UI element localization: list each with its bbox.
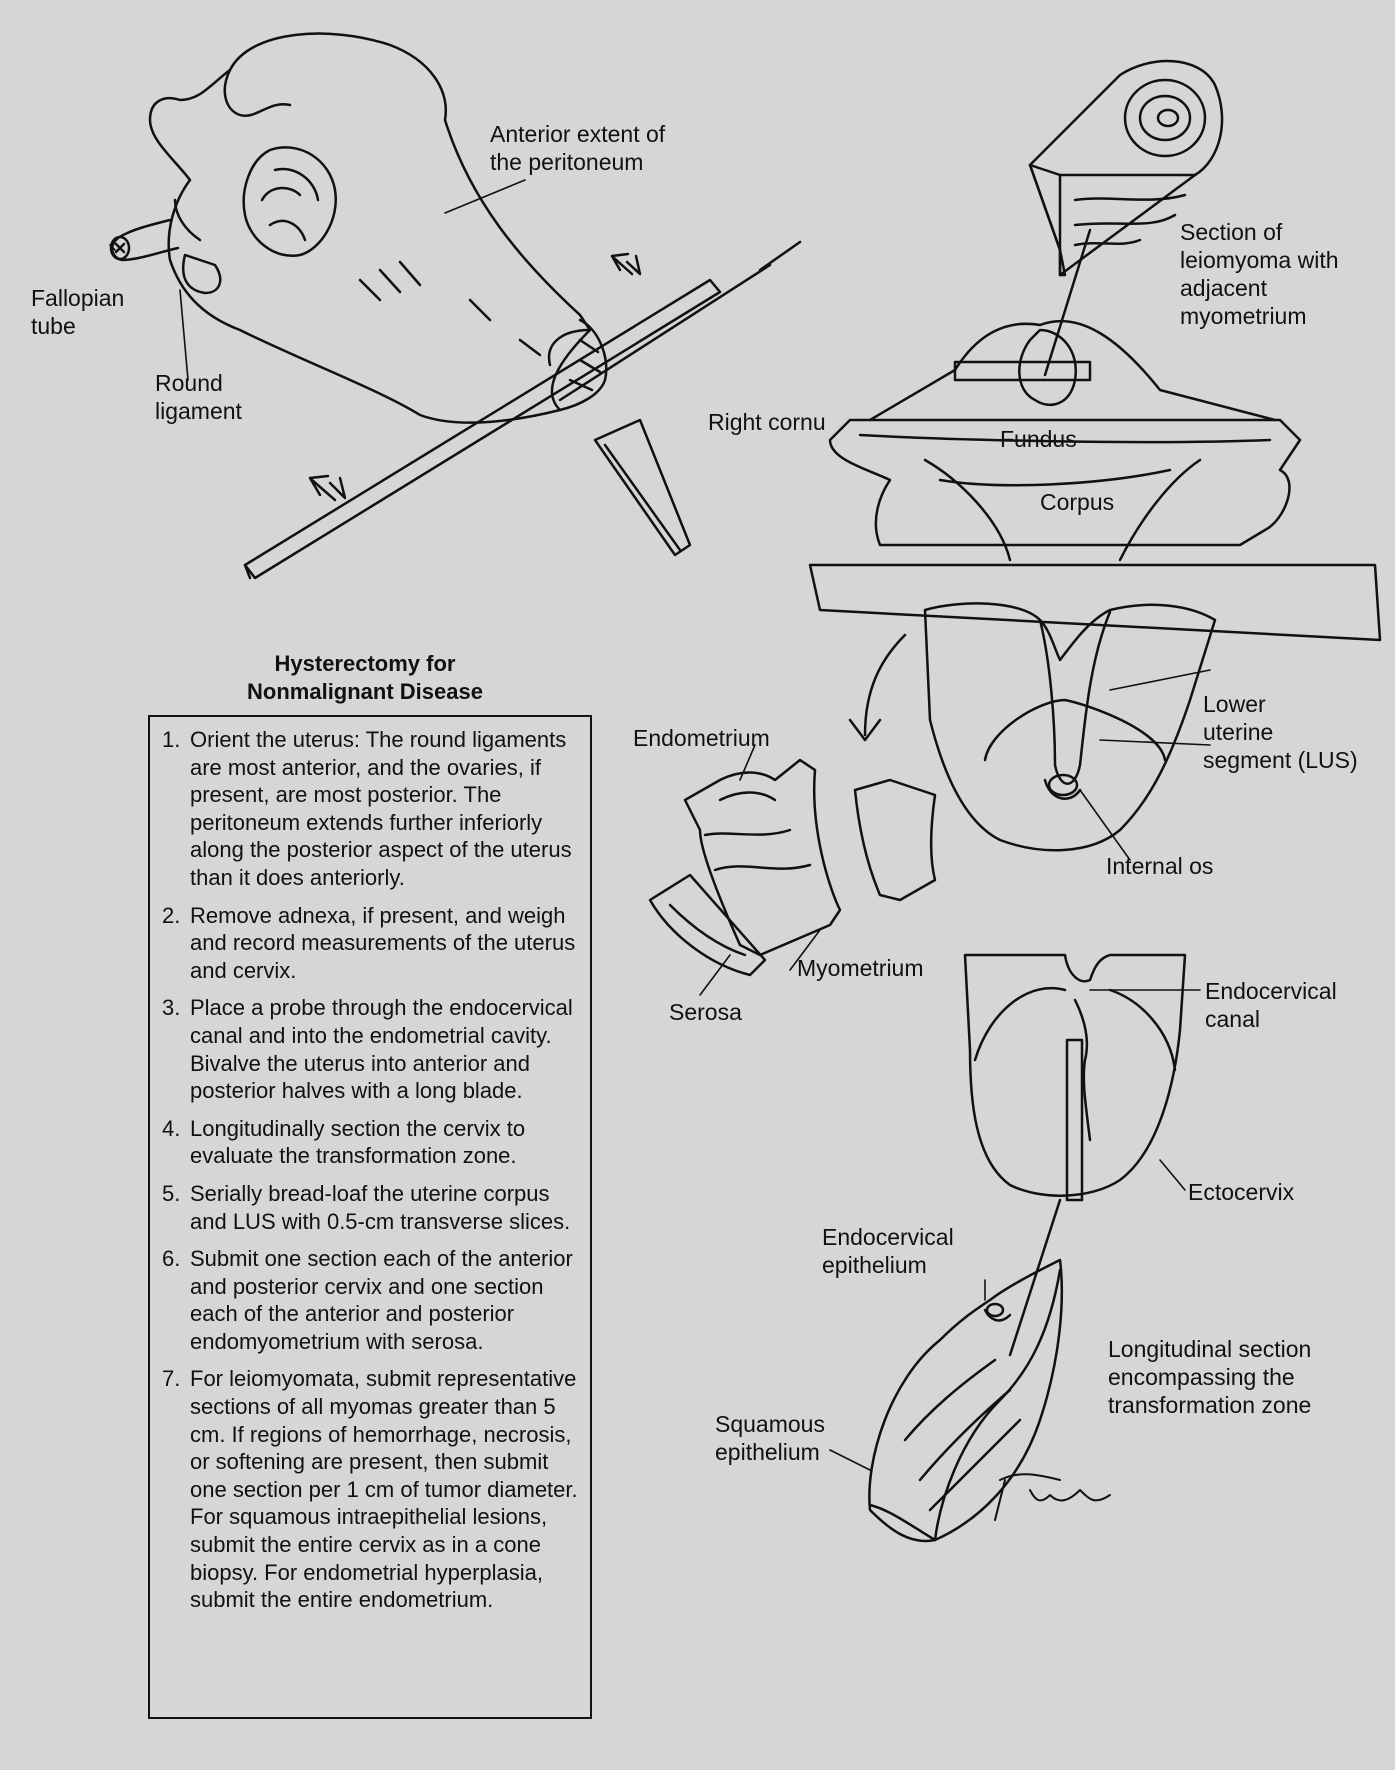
step-number: 6.	[162, 1246, 181, 1272]
label-endocervical-canal-line2: canal	[1205, 1006, 1260, 1032]
label-endometrium: Endometrium	[633, 725, 770, 751]
label-longitudinal-line1: Longitudinal section	[1108, 1336, 1312, 1362]
step-text: Longitudinally section the cervix to eva…	[190, 1115, 526, 1169]
label-fallopian-tube: Fallopian tube	[31, 284, 124, 340]
step-text: Orient the uterus: The round ligaments a…	[190, 727, 572, 890]
label-lower-uterine-segment: Lower uterine segment (LUS)	[1203, 690, 1358, 774]
label-lus-line3: segment (LUS)	[1203, 747, 1358, 773]
label-squamous-line2: epithelium	[715, 1439, 820, 1465]
label-lus-line2: uterine	[1203, 719, 1274, 745]
label-section-leio-line4: myometrium	[1180, 303, 1307, 329]
uterus-drawing	[109, 32, 608, 424]
label-longitudinal-line2: encompassing the	[1108, 1364, 1295, 1390]
label-right-cornu: Right cornu	[708, 409, 826, 435]
label-lus-line1: Lower	[1203, 691, 1266, 717]
label-endocervical-epi-line2: epithelium	[822, 1252, 927, 1278]
label-internal-os: Internal os	[1106, 853, 1214, 879]
step-number: 2.	[162, 902, 181, 928]
procedure-steps-list: 1. Orient the uterus: The round ligaments…	[162, 726, 578, 1614]
label-section-leio-line3: adjacent	[1180, 275, 1267, 301]
label-anterior-extent: Anterior extent of the peritoneum	[490, 120, 665, 176]
step-text: Serially bread-loaf the uterine corpus a…	[190, 1180, 571, 1234]
label-anterior-extent-line2: the peritoneum	[490, 149, 644, 175]
label-squamous-line1: Squamous	[715, 1411, 825, 1437]
step-text: Submit one section each of the anterior …	[190, 1246, 573, 1354]
step-number: 3.	[162, 995, 181, 1021]
step-item: 3. Place a probe through the endocervical…	[162, 994, 578, 1104]
label-endocervical-canal-line1: Endocervical	[1205, 978, 1337, 1004]
label-section-leio-line1: Section of	[1180, 219, 1283, 245]
leiomyoma-section-drawing	[1028, 59, 1224, 377]
procedure-title: Hysterectomy for Nonmalignant Disease	[210, 650, 520, 706]
label-corpus: Corpus	[1040, 489, 1115, 515]
step-number: 7.	[162, 1366, 181, 1392]
procedure-title-line1: Hysterectomy for	[274, 651, 456, 676]
procedure-steps-box: 1. Orient the uterus: The round ligaments…	[148, 715, 592, 1719]
step-number: 5.	[162, 1180, 181, 1206]
label-fallopian-line1: Fallopian	[31, 285, 125, 311]
label-endocervical-epi-line1: Endocervical	[822, 1224, 954, 1250]
label-section-leio-line2: leiomyoma with	[1180, 247, 1339, 273]
signature	[994, 1473, 1111, 1521]
bivalved-uterus-drawing	[848, 602, 1217, 852]
label-myometrium: Myometrium	[797, 955, 924, 981]
step-number: 1.	[162, 727, 181, 752]
step-text: For leiomyomata, submit representative s…	[190, 1366, 578, 1613]
label-round-lig-line2: ligament	[155, 398, 242, 424]
blade-drawing	[243, 240, 802, 580]
step-item: 6. Submit one section each of the anterio…	[162, 1245, 578, 1355]
step-item: 2. Remove adnexa, if present, and weigh a…	[162, 902, 578, 985]
label-endocervical-canal: Endocervical canal	[1205, 977, 1337, 1033]
label-round-ligament: Round ligament	[155, 369, 242, 425]
step-item: 1. Orient the uterus: The round ligaments…	[162, 726, 578, 892]
step-item: 5. Serially bread-loaf the uterine corpus…	[162, 1180, 578, 1235]
label-fallopian-line2: tube	[31, 313, 76, 339]
label-anterior-extent-line1: Anterior extent of	[490, 121, 666, 147]
label-squamous-epithelium: Squamous epithelium	[715, 1410, 825, 1466]
label-fundus: Fundus	[1000, 426, 1077, 452]
fundus-corpus-drawing	[808, 319, 1382, 642]
step-text: Remove adnexa, if present, and weigh and…	[190, 902, 576, 983]
label-longitudinal-line3: transformation zone	[1108, 1392, 1312, 1418]
step-text: Place a probe through the endocervical c…	[190, 995, 573, 1104]
label-endocervical-epithelium: Endocervical epithelium	[822, 1223, 954, 1279]
label-ectocervix: Ectocervix	[1188, 1179, 1295, 1205]
endometrium-slices-drawing	[648, 758, 937, 977]
longitudinal-section-drawing	[868, 1258, 1064, 1543]
step-item: 7. For leiomyomata, submit representative…	[162, 1365, 578, 1613]
cervix-drawing	[963, 953, 1187, 1357]
procedure-title-line2: Nonmalignant Disease	[247, 679, 483, 704]
step-item: 4. Longitudinally section the cervix to e…	[162, 1115, 578, 1170]
step-number: 4.	[162, 1115, 181, 1141]
label-section-leiomyoma: Section of leiomyoma with adjacent myome…	[1180, 218, 1339, 330]
label-round-lig-line1: Round	[155, 370, 223, 396]
label-longitudinal-section: Longitudinal section encompassing the tr…	[1108, 1335, 1311, 1419]
leader-lines	[109, 179, 1211, 1471]
label-serosa: Serosa	[669, 999, 742, 1025]
